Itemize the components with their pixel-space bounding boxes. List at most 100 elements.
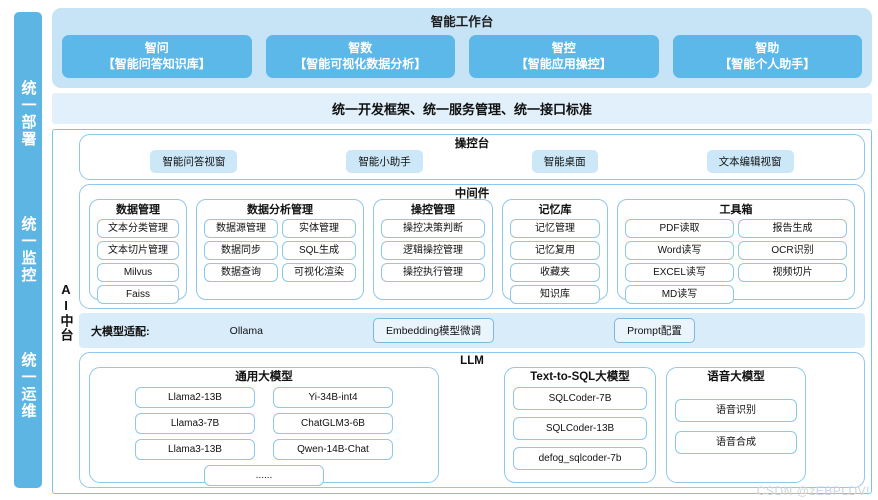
model-llama3-13b[interactable]: Llama3-13B: [135, 439, 255, 461]
app-name: 智控: [551, 41, 576, 55]
item-pdf-read[interactable]: PDF读取: [625, 219, 734, 238]
console-group: 操控台 智能问答视窗 智能小助手 智能桌面 文本编辑视窗: [79, 134, 865, 180]
model-llama2-13b[interactable]: Llama2-13B: [135, 387, 255, 409]
llm-card-text-to-sql-models: Text-to-SQL大模型 SQLCoder-7B SQLCoder-13B …: [504, 367, 656, 483]
item-faiss[interactable]: Faiss: [97, 285, 179, 304]
item-data-sync[interactable]: 数据同步: [204, 241, 278, 260]
workbench-app-row: 智问 【智能问答知识库】 智数 【智能可视化数据分析】 智控 【智能应用操控】 …: [62, 35, 862, 78]
standards-band: 统一开发框架、统一服务管理、统一接口标准: [52, 93, 872, 124]
model-more-ellipsis[interactable]: ......: [204, 465, 324, 487]
model-adaptation-strip: 大模型适配: Ollama Embedding模型微调 Prompt配置: [79, 313, 865, 349]
item-report-generation[interactable]: 报告生成: [738, 219, 847, 238]
adapt-embedding-finetune-button[interactable]: Embedding模型微调: [372, 318, 495, 344]
model-adaptation-label: 大模型适配:: [91, 325, 150, 338]
app-card-zhizhu[interactable]: 智助 【智能个人助手】: [672, 35, 862, 78]
card-title: 工具箱: [719, 204, 753, 216]
ai-midplatform-body: 操控台 智能问答视窗 智能小助手 智能桌面 文本编辑视窗 中间件 数据管理: [79, 130, 871, 493]
item-memory-management[interactable]: 记忆管理: [510, 219, 600, 238]
console-item-qa-window[interactable]: 智能问答视窗: [150, 150, 238, 173]
item-logic-control[interactable]: 逻辑操控管理: [381, 241, 485, 260]
app-desc: 【智能问答知识库】: [102, 57, 211, 71]
llm-title: LLM: [460, 355, 484, 368]
model-llama3-7b[interactable]: Llama3-7B: [135, 413, 255, 435]
ai-midplatform-label-text: AI中台: [58, 281, 74, 342]
app-card-zhikong[interactable]: 智控 【智能应用操控】: [469, 35, 659, 78]
app-card-zhishu[interactable]: 智数 【智能可视化数据分析】: [265, 35, 455, 78]
app-desc: 【智能个人助手】: [719, 57, 816, 71]
model-speech-recognition[interactable]: 语音识别: [675, 399, 797, 423]
item-text-chunking[interactable]: 文本切片管理: [97, 241, 179, 260]
item-data-query[interactable]: 数据查询: [204, 263, 278, 282]
console-item-text-editor[interactable]: 文本编辑视窗: [706, 150, 794, 173]
ops-item-deploy: 统一部署: [19, 80, 37, 148]
app-desc: 【智能应用操控】: [515, 57, 612, 71]
ops-sidebar: 统一部署 统一监控 统一运维: [14, 12, 42, 488]
card-title: Text-to-SQL大模型: [530, 371, 630, 384]
model-qwen-14b-chat[interactable]: Qwen-14B-Chat: [273, 439, 393, 461]
item-knowledge-base[interactable]: 知识库: [510, 285, 600, 304]
item-word-readwrite[interactable]: Word读写: [625, 241, 734, 260]
middleware-title: 中间件: [454, 188, 490, 200]
model-yi-34b-int4[interactable]: Yi-34B-int4: [273, 387, 393, 409]
middleware-card-control-management: 操控管理 操控决策判断 逻辑操控管理 操控执行管理: [373, 199, 493, 301]
llm-group: LLM 通用大模型 Llama2-13B Yi-34B-int4 Llama3-…: [79, 352, 865, 488]
app-name: 智助: [755, 41, 780, 55]
card-item-list: SQLCoder-7B SQLCoder-13B defog_sqlcoder-…: [513, 387, 647, 471]
model-defog-sqlcoder-7b[interactable]: defog_sqlcoder-7b: [513, 447, 647, 471]
app-name: 智数: [348, 41, 373, 55]
adapt-prompt-config-button[interactable]: Prompt配置: [614, 318, 695, 344]
card-title: 语音大模型: [707, 371, 765, 384]
console-item-assistant[interactable]: 智能小助手: [346, 150, 423, 173]
llm-card-row: 通用大模型 Llama2-13B Yi-34B-int4 Llama3-7B C…: [80, 367, 864, 487]
item-ocr-recognition[interactable]: OCR识别: [738, 241, 847, 260]
item-favorites[interactable]: 收藏夹: [510, 263, 600, 282]
item-milvus[interactable]: Milvus: [97, 263, 179, 282]
card-item-grid: Llama2-13B Yi-34B-int4 Llama3-7B ChatGLM…: [98, 387, 430, 487]
middleware-card-row: 数据管理 文本分类管理 文本切片管理 Milvus Faiss 数据分析管理: [80, 199, 864, 304]
item-excel-readwrite[interactable]: EXCEL读写: [625, 263, 734, 282]
ai-midplatform-label: AI中台: [53, 130, 79, 493]
middleware-card-toolbox: 工具箱 PDF读取 报告生成 Word读写 OCR识别 EXCEL读写 视频切片…: [617, 199, 855, 304]
card-item-grid: PDF读取 报告生成 Word读写 OCR识别 EXCEL读写 视频切片 MD读…: [625, 219, 847, 304]
middleware-card-memory-store: 记忆库 记忆管理 记忆复用 收藏夹 知识库: [502, 199, 608, 304]
llm-card-speech-models: 语音大模型 语音识别 语音合成: [666, 367, 806, 483]
card-title: 数据分析管理: [247, 204, 313, 216]
item-control-execution[interactable]: 操控执行管理: [381, 263, 485, 282]
workbench-section: 智能工作台 智问 【智能问答知识库】 智数 【智能可视化数据分析】 智控 【智能…: [52, 8, 872, 88]
model-speech-synthesis[interactable]: 语音合成: [675, 431, 797, 455]
middleware-card-data-management: 数据管理 文本分类管理 文本切片管理 Milvus Faiss: [89, 199, 187, 304]
item-entity-management[interactable]: 实体管理: [282, 219, 356, 238]
item-text-classification[interactable]: 文本分类管理: [97, 219, 179, 238]
middleware-group: 中间件 数据管理 文本分类管理 文本切片管理 Milvus Faiss: [79, 184, 865, 310]
item-visual-rendering[interactable]: 可视化渲染: [282, 263, 356, 282]
model-chatglm3-6b[interactable]: ChatGLM3-6B: [273, 413, 393, 435]
console-item-row: 智能问答视窗 智能小助手 智能桌面 文本编辑视窗: [80, 150, 864, 173]
content-stack: 智能工作台 智问 【智能问答知识库】 智数 【智能可视化数据分析】 智控 【智能…: [52, 8, 872, 494]
middleware-card-data-analysis: 数据分析管理 数据源管理 实体管理 数据同步 SQL生成 数据查询 可视化渲染: [196, 199, 364, 301]
card-title: 数据管理: [116, 204, 160, 216]
item-datasource-management[interactable]: 数据源管理: [204, 219, 278, 238]
model-sqlcoder-13b[interactable]: SQLCoder-13B: [513, 417, 647, 441]
adapt-ollama: Ollama: [229, 324, 263, 337]
card-title: 记忆库: [538, 204, 572, 216]
app-name: 智问: [144, 41, 169, 55]
item-video-clipping[interactable]: 视频切片: [738, 263, 847, 282]
model-sqlcoder-7b[interactable]: SQLCoder-7B: [513, 387, 647, 411]
card-item-list: 操控决策判断 逻辑操控管理 操控执行管理: [381, 219, 485, 294]
workbench-title: 智能工作台: [430, 15, 494, 29]
card-item-list: 语音识别 语音合成: [675, 387, 797, 476]
card-title: 操控管理: [411, 204, 455, 216]
ai-midplatform-section: AI中台 操控台 智能问答视窗 智能小助手 智能桌面 文本编辑视窗 中间件: [52, 129, 872, 494]
item-memory-reuse[interactable]: 记忆复用: [510, 241, 600, 260]
llm-card-general-models: 通用大模型 Llama2-13B Yi-34B-int4 Llama3-7B C…: [89, 367, 439, 487]
item-md-readwrite[interactable]: MD读写: [625, 285, 734, 304]
card-item-list: 文本分类管理 文本切片管理 Milvus Faiss: [97, 219, 179, 304]
app-card-zhiwen[interactable]: 智问 【智能问答知识库】: [62, 35, 252, 78]
card-item-grid: 数据源管理 实体管理 数据同步 SQL生成 数据查询 可视化渲染: [204, 219, 356, 282]
app-desc: 【智能可视化数据分析】: [294, 57, 427, 71]
item-control-decision[interactable]: 操控决策判断: [381, 219, 485, 238]
console-item-desktop[interactable]: 智能桌面: [531, 150, 598, 173]
ops-item-monitor: 统一监控: [19, 216, 37, 284]
item-sql-generation[interactable]: SQL生成: [282, 241, 356, 260]
